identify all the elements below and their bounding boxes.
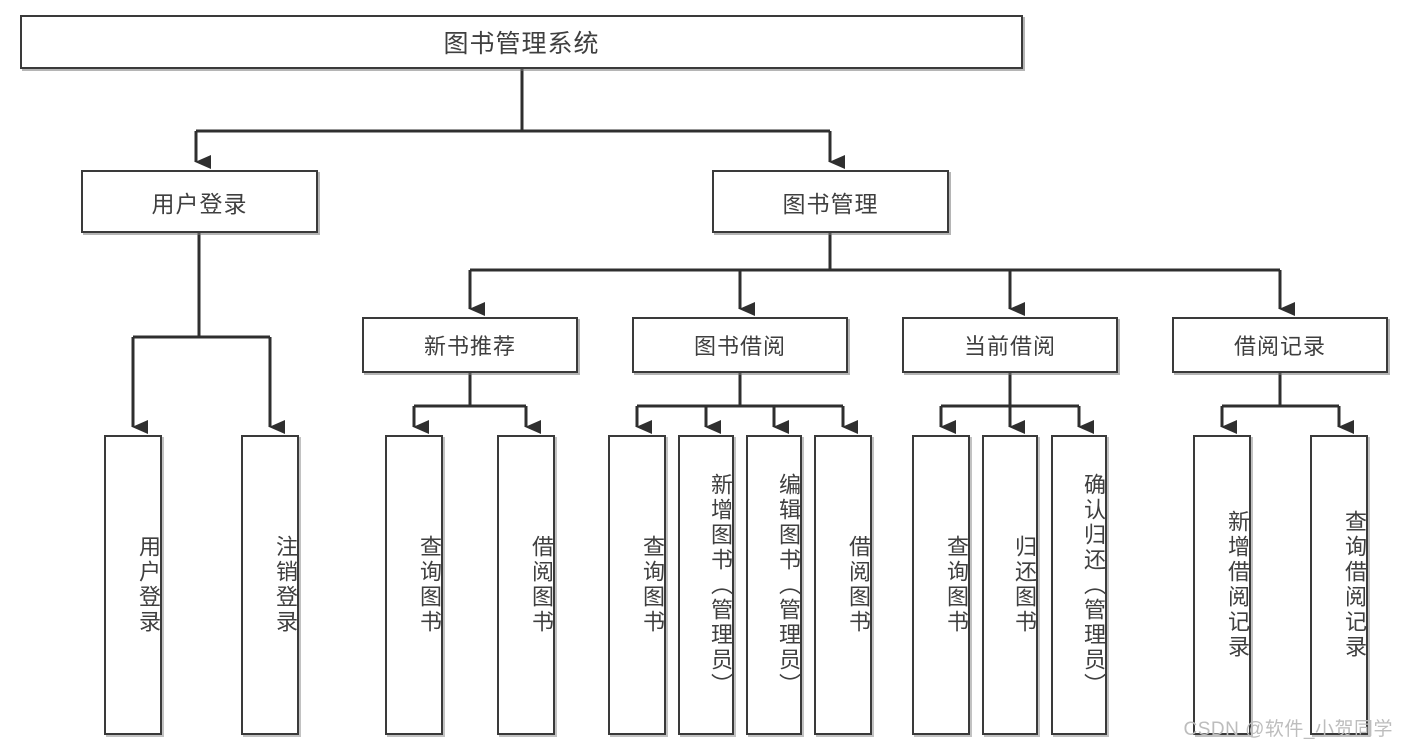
node-root[interactable]: 图书管理系统 [20, 15, 1023, 69]
node-leaf-user-login[interactable]: 用户登录 [104, 435, 162, 735]
node-leaf-query-book-2-label: 查询图书 [640, 535, 665, 635]
node-root-label: 图书管理系统 [443, 30, 600, 58]
node-book-manage-label: 图书管理 [782, 190, 879, 217]
node-leaf-query-book-2[interactable]: 查询图书 [608, 435, 666, 735]
watermark-text: CSDN @软件_小贺同学 [1183, 719, 1393, 740]
node-book-manage[interactable]: 图书管理 [712, 170, 949, 233]
node-leaf-add-book[interactable]: 新增图书（管理员） [678, 435, 734, 735]
node-leaf-query-book-3[interactable]: 查询图书 [912, 435, 970, 735]
node-leaf-query-record-label: 查询借阅记录 [1342, 510, 1367, 660]
node-current-borrow-label: 当前借阅 [963, 334, 1056, 359]
node-leaf-borrow-book-1[interactable]: 借阅图书 [497, 435, 555, 735]
node-leaf-borrow-book-1-label: 借阅图书 [529, 535, 554, 635]
node-leaf-borrow-book-2-label: 借阅图书 [846, 535, 871, 635]
node-leaf-confirm-return-label: 确认归还（管理员） [1081, 472, 1106, 698]
node-new-book-rec-label: 新书推荐 [423, 334, 516, 359]
node-leaf-return-book[interactable]: 归还图书 [982, 435, 1038, 735]
node-leaf-add-book-label: 新增图书（管理员） [708, 472, 733, 698]
node-leaf-query-book-3-label: 查询图书 [944, 535, 969, 635]
node-leaf-edit-book[interactable]: 编辑图书（管理员） [746, 435, 802, 735]
node-leaf-return-book-label: 归还图书 [1012, 535, 1037, 635]
node-leaf-edit-book-label: 编辑图书（管理员） [776, 472, 801, 698]
node-leaf-query-record[interactable]: 查询借阅记录 [1310, 435, 1368, 735]
node-borrow-record-label: 借阅记录 [1233, 334, 1326, 359]
node-current-borrow[interactable]: 当前借阅 [902, 317, 1118, 373]
node-user-login[interactable]: 用户登录 [81, 170, 318, 233]
node-book-borrow[interactable]: 图书借阅 [632, 317, 848, 373]
node-leaf-query-book-1[interactable]: 查询图书 [385, 435, 443, 735]
node-borrow-record[interactable]: 借阅记录 [1172, 317, 1388, 373]
node-user-login-label: 用户登录 [151, 190, 248, 217]
node-new-book-rec[interactable]: 新书推荐 [362, 317, 578, 373]
node-leaf-confirm-return[interactable]: 确认归还（管理员） [1051, 435, 1107, 735]
node-leaf-borrow-book-2[interactable]: 借阅图书 [814, 435, 872, 735]
node-leaf-add-record-label: 新增借阅记录 [1225, 510, 1250, 660]
node-leaf-user-login-label: 用户登录 [136, 535, 161, 635]
node-book-borrow-label: 图书借阅 [693, 334, 786, 359]
node-leaf-logout[interactable]: 注销登录 [241, 435, 299, 735]
node-leaf-logout-label: 注销登录 [273, 535, 298, 635]
node-leaf-query-book-1-label: 查询图书 [417, 535, 442, 635]
node-leaf-add-record[interactable]: 新增借阅记录 [1193, 435, 1251, 735]
